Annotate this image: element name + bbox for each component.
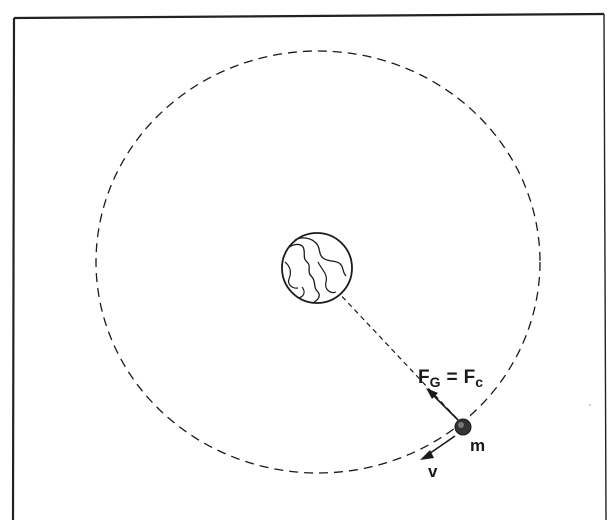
force-gravity-symbol: F: [418, 367, 430, 388]
velocity-label: v: [428, 462, 438, 481]
force-centripetal-subscript: c: [475, 374, 483, 390]
stray-mark: [589, 404, 591, 406]
force-gravity-subscript: G: [430, 374, 441, 390]
force-equation-label: FG=Fc: [418, 367, 483, 390]
satellite-mass-icon: [455, 419, 471, 435]
radius-line: [336, 290, 462, 424]
force-arrow: [426, 388, 458, 420]
mass-label: m: [470, 436, 485, 455]
earth-icon: [282, 233, 352, 303]
force-centripetal-symbol: F: [464, 367, 476, 388]
equals-sign: =: [447, 367, 458, 388]
